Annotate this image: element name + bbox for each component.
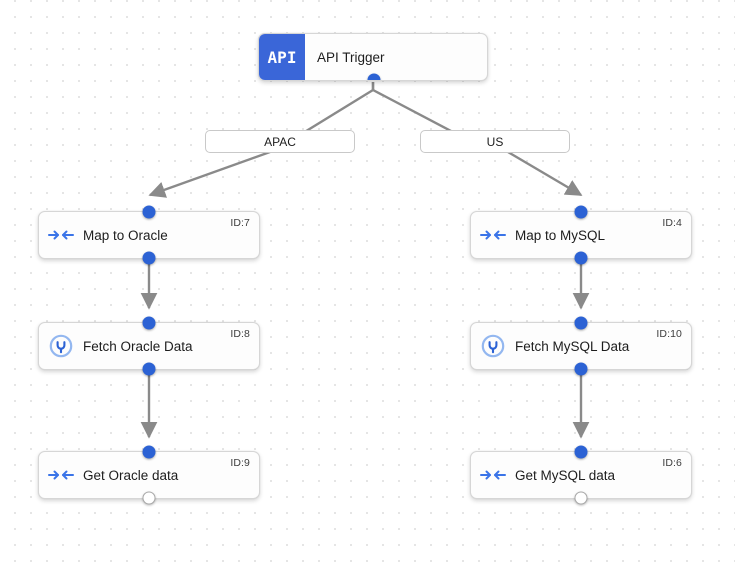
- map-arrows-icon: [39, 227, 83, 243]
- node-input-port[interactable]: [574, 316, 588, 330]
- node-output-port[interactable]: [574, 491, 588, 505]
- node-title: Get MySQL data: [515, 467, 616, 483]
- node-input-port[interactable]: [574, 445, 588, 459]
- node-api-trigger[interactable]: API API Trigger: [258, 33, 488, 81]
- node-id-label: ID:4: [662, 217, 682, 229]
- node-get-oracle-data[interactable]: Get Oracle data ID:9: [38, 445, 260, 505]
- node-input-port[interactable]: [142, 445, 156, 459]
- api-badge-icon: API: [259, 34, 305, 80]
- node-fetch-oracle-data[interactable]: Fetch Oracle Data ID:8: [38, 316, 260, 376]
- node-get-mysql-data[interactable]: Get MySQL data ID:6: [470, 445, 692, 505]
- node-title: Get Oracle data: [83, 467, 179, 483]
- node-output-port[interactable]: [574, 362, 588, 376]
- node-output-port[interactable]: [142, 362, 156, 376]
- api-badge-text: API: [267, 47, 297, 67]
- branch-label-text: APAC: [264, 134, 296, 149]
- node-fetch-mysql-data[interactable]: Fetch MySQL Data ID:10: [470, 316, 692, 376]
- map-arrows-icon: [471, 227, 515, 243]
- edge-us-to-map-mysql: [507, 150, 583, 197]
- node-title: API Trigger: [317, 49, 385, 65]
- node-input-port[interactable]: [574, 205, 588, 219]
- branch-label-us[interactable]: US: [420, 130, 570, 153]
- plug-connector-icon: [471, 334, 515, 358]
- node-id-label: ID:7: [230, 217, 250, 229]
- node-input-port[interactable]: [142, 205, 156, 219]
- node-id-label: ID:9: [230, 457, 250, 469]
- trigger-output-port[interactable]: [367, 73, 381, 80]
- node-output-port[interactable]: [574, 251, 588, 265]
- node-id-label: ID:6: [662, 457, 682, 469]
- node-output-port[interactable]: [142, 251, 156, 265]
- node-id-label: ID:8: [230, 328, 250, 340]
- node-map-to-oracle[interactable]: Map to Oracle ID:7: [38, 205, 260, 265]
- node-title: Fetch Oracle Data: [83, 338, 193, 354]
- node-input-port[interactable]: [142, 316, 156, 330]
- node-title: Fetch MySQL Data: [515, 338, 630, 354]
- node-title: Map to MySQL: [515, 227, 606, 243]
- branch-label-apac[interactable]: APAC: [205, 130, 355, 153]
- plug-connector-icon: [39, 334, 83, 358]
- edge-apac-to-map-oracle: [148, 150, 271, 198]
- node-title: Map to Oracle: [83, 227, 168, 243]
- branch-label-text: US: [486, 134, 504, 149]
- map-arrows-icon: [39, 467, 83, 483]
- node-id-label: ID:10: [656, 328, 682, 340]
- node-output-port[interactable]: [142, 491, 156, 505]
- node-map-to-mysql[interactable]: Map to MySQL ID:4: [470, 205, 692, 265]
- map-arrows-icon: [471, 467, 515, 483]
